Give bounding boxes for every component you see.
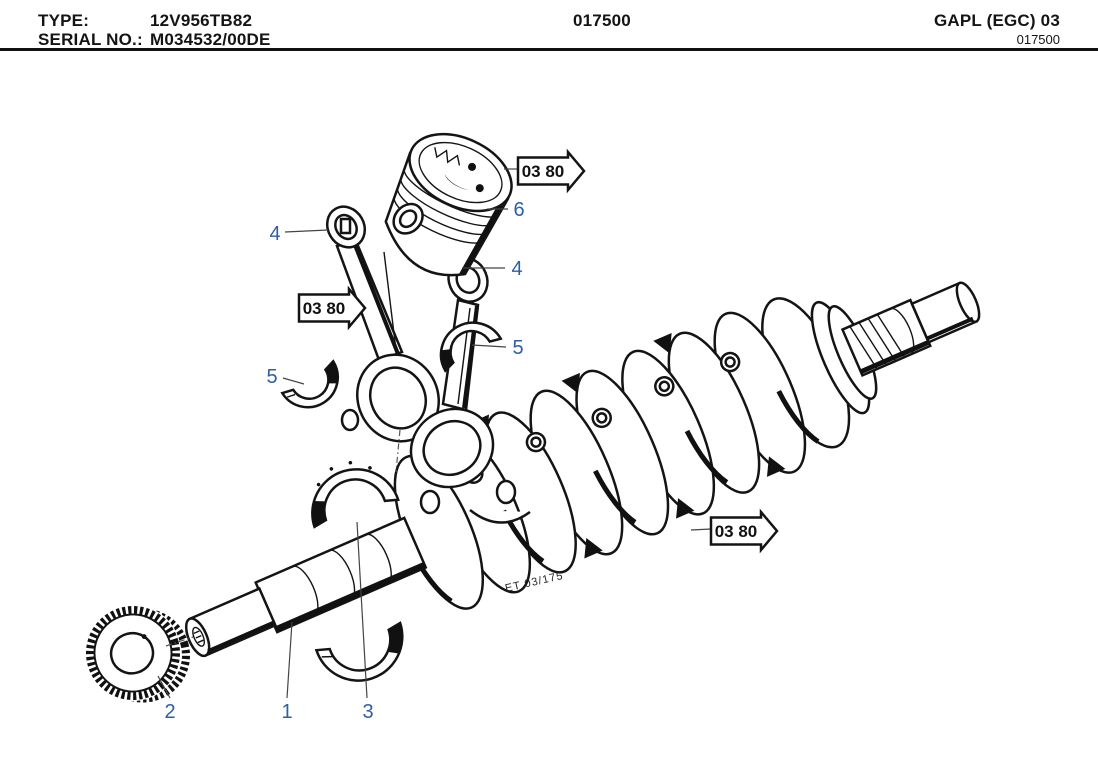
type-label: TYPE: [38,11,90,30]
part-label-4-left[interactable]: 4 [269,223,329,245]
connecting-rod-left [325,205,448,452]
svg-text:5: 5 [512,337,523,359]
callout-conrod-ref[interactable]: 03 80 [297,285,367,331]
serial-value: M034532/00DE [150,30,271,49]
callout-label: 03 80 [715,522,758,541]
callout-piston-ref[interactable]: 03 80 [504,148,586,194]
main-bearing-lower-shell [314,621,404,682]
callout-label: 03 80 [522,162,565,181]
svg-text:6: 6 [513,199,524,221]
part-label-5-left[interactable]: 5 [266,366,305,388]
serial-label: SERIAL NO.: [38,30,143,49]
gear-drawing [85,605,190,703]
page-number: 017500 [1016,32,1060,47]
crankshaft-drawing [184,281,981,658]
svg-text:4: 4 [511,258,522,280]
conrod-bearing-right-shell [439,321,503,373]
svg-text:4: 4 [269,223,280,245]
part-label-2[interactable]: 2 [157,675,176,723]
svg-text:5: 5 [266,366,277,388]
type-value: 12V956TB82 [150,11,253,30]
svg-text:3: 3 [362,701,373,723]
callout-label: 03 80 [303,299,346,318]
conrod-bearing-left-shell [280,359,339,409]
doc-number: 017500 [573,11,631,30]
part-label-4-right[interactable]: 4 [462,258,523,280]
svg-text:2: 2 [164,701,175,723]
piston-drawing [384,132,513,277]
part-label-5-right[interactable]: 5 [471,337,524,359]
group-code: GAPL (EGC) 03 [933,11,1060,30]
callout-crankshaft-ref[interactable]: 03 80 [690,508,779,554]
gear-assembly-axis [165,636,194,647]
part-label-6[interactable]: 6 [487,199,525,221]
header-divider [0,48,1098,51]
part-label-3[interactable]: 3 [356,521,374,723]
part-label-1[interactable]: 1 [281,621,293,723]
main-bearing-upper-shell [311,460,400,529]
svg-text:1: 1 [281,701,292,723]
